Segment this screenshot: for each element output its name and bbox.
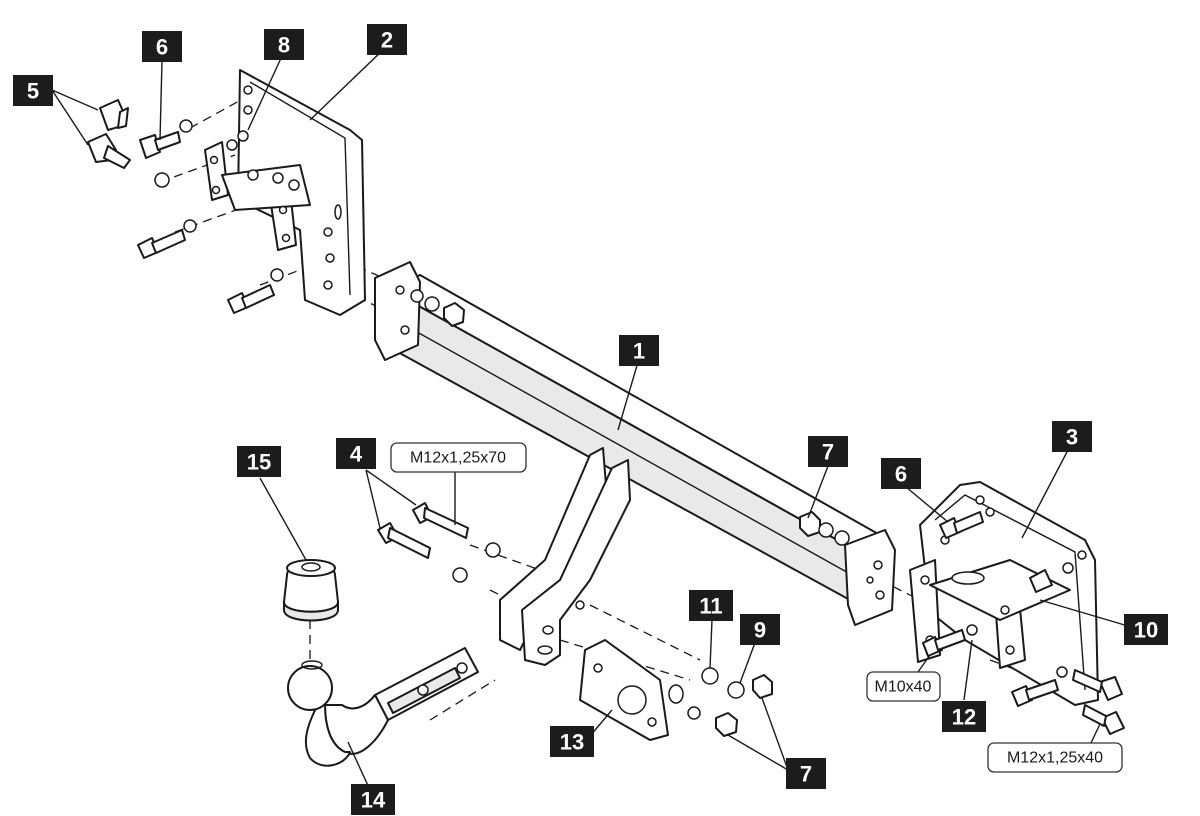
label-nut-7-top: 7 xyxy=(808,436,848,467)
left-clamp-plates xyxy=(204,141,311,251)
svg-text:12: 12 xyxy=(952,705,976,730)
fasteners xyxy=(87,99,1125,737)
bolt-5b xyxy=(87,133,131,169)
svg-text:6: 6 xyxy=(895,462,907,487)
svg-text:1: 1 xyxy=(633,339,645,364)
svg-text:10: 10 xyxy=(1134,618,1158,643)
svg-text:3: 3 xyxy=(1066,425,1078,450)
svg-text:14: 14 xyxy=(361,788,386,813)
svg-text:M12x1,25x40: M12x1,25x40 xyxy=(1007,750,1103,767)
label-left-bracket: 2 xyxy=(367,24,407,55)
label-bolt-6-left: 6 xyxy=(142,31,182,62)
label-bolt-set-5: 5 xyxy=(13,75,53,106)
svg-text:5: 5 xyxy=(27,79,39,104)
label-part-11: 11 xyxy=(689,590,733,621)
svg-text:2: 2 xyxy=(381,28,393,53)
svg-text:9: 9 xyxy=(754,618,766,643)
leader-lines xyxy=(51,47,1129,791)
label-part-9: 9 xyxy=(740,614,780,645)
svg-text:7: 7 xyxy=(800,762,812,787)
svg-text:4: 4 xyxy=(350,442,363,467)
svg-text:M12x1,25x70: M12x1,25x70 xyxy=(410,450,506,467)
label-part-8: 8 xyxy=(264,29,304,60)
svg-text:11: 11 xyxy=(699,594,722,619)
label-bolt-set-4: 4 xyxy=(336,438,376,469)
label-tow-bar: 1 xyxy=(619,335,659,366)
spec-bolt-m12x70: M12x1,25x70 xyxy=(390,442,527,473)
label-nut-7-bottom: 7 xyxy=(786,758,826,789)
right-bracket xyxy=(909,481,1099,706)
label-bolt-6-right: 6 xyxy=(881,458,921,489)
label-right-bracket: 3 xyxy=(1052,421,1092,452)
label-ball-cap: 15 xyxy=(237,446,281,477)
tow-bar-beam xyxy=(374,261,896,666)
svg-text:8: 8 xyxy=(278,33,290,58)
socket-plate xyxy=(579,639,684,741)
svg-text:7: 7 xyxy=(822,440,834,465)
svg-text:15: 15 xyxy=(247,450,271,475)
svg-text:M10x40: M10x40 xyxy=(875,679,932,696)
ball-neck xyxy=(287,647,479,767)
bolt-5a xyxy=(99,99,129,131)
label-part-10: 10 xyxy=(1124,614,1168,645)
label-part-12: 12 xyxy=(942,701,986,732)
svg-text:6: 6 xyxy=(156,35,168,60)
ball-cap xyxy=(283,559,339,622)
spec-bolt-m12x40: M12x1,25x40 xyxy=(987,742,1123,773)
spec-bolt-m10x40: M10x40 xyxy=(866,671,941,702)
label-socket-plate: 13 xyxy=(550,726,594,757)
label-ball-neck: 14 xyxy=(351,784,395,815)
svg-text:13: 13 xyxy=(560,730,584,755)
